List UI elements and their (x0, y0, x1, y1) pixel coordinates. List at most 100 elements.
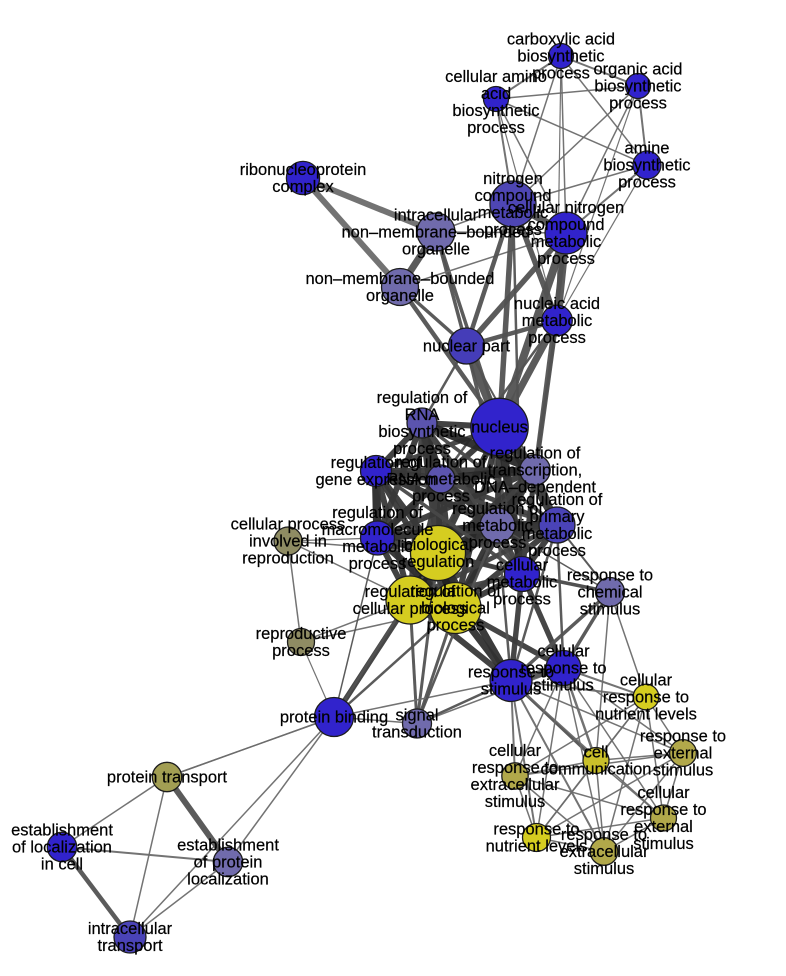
svg-text:DNA–dependent: DNA–dependent (474, 479, 596, 497)
svg-text:compound: compound (474, 187, 551, 205)
svg-text:protein binding: protein binding (280, 709, 388, 727)
svg-text:process: process (609, 95, 667, 113)
svg-text:process: process (427, 617, 485, 635)
svg-text:transport: transport (97, 937, 163, 955)
svg-text:process: process (618, 174, 676, 192)
svg-text:primary: primary (529, 508, 585, 526)
svg-text:complex: complex (272, 178, 334, 196)
svg-text:process: process (528, 542, 586, 560)
svg-text:macromolecule: macromolecule (322, 521, 434, 539)
svg-text:localization: localization (187, 871, 269, 889)
svg-text:response to: response to (468, 664, 554, 682)
svg-text:intracellular: intracellular (88, 920, 173, 938)
svg-text:in cell: in cell (41, 856, 83, 874)
svg-text:communication: communication (541, 761, 652, 779)
svg-text:process: process (532, 65, 590, 83)
svg-text:biosynthetic: biosynthetic (594, 78, 681, 96)
svg-text:non–membrane–bounded: non–membrane–bounded (306, 270, 495, 288)
svg-text:metabolic: metabolic (522, 312, 593, 330)
svg-text:regulation of: regulation of (332, 504, 423, 522)
svg-text:process: process (272, 642, 330, 660)
svg-text:establishment: establishment (177, 837, 279, 855)
svg-text:process: process (349, 555, 407, 573)
svg-text:regulation: regulation (402, 553, 474, 571)
svg-text:organelle: organelle (366, 287, 434, 305)
svg-text:stimulus: stimulus (533, 677, 594, 695)
svg-text:chemical: chemical (577, 584, 642, 602)
svg-text:response to: response to (561, 826, 647, 844)
svg-text:nucleic acid: nucleic acid (514, 295, 600, 313)
svg-text:cellular: cellular (537, 643, 590, 661)
svg-text:regulation of: regulation of (490, 445, 581, 463)
svg-text:process: process (393, 440, 451, 458)
svg-text:intracellular: intracellular (394, 207, 479, 225)
svg-text:metabolic: metabolic (487, 574, 558, 592)
svg-text:stimulus: stimulus (481, 681, 542, 699)
svg-text:stimulus: stimulus (633, 835, 694, 853)
svg-text:stimulus: stimulus (485, 793, 546, 811)
svg-text:metabolic: metabolic (462, 517, 533, 535)
svg-text:RNA: RNA (405, 406, 440, 424)
svg-text:transcription,: transcription, (488, 462, 582, 480)
svg-text:acid: acid (481, 85, 511, 103)
svg-text:of localization: of localization (12, 839, 112, 857)
svg-text:response to: response to (520, 660, 606, 678)
svg-text:reproduction: reproduction (242, 550, 334, 568)
svg-text:of protein: of protein (194, 854, 263, 872)
svg-text:process: process (412, 488, 470, 506)
svg-text:external: external (654, 745, 713, 763)
svg-text:response to: response to (640, 728, 726, 746)
svg-text:biosynthetic: biosynthetic (603, 157, 690, 175)
svg-text:process: process (469, 534, 527, 552)
svg-text:biosynthetic: biosynthetic (452, 102, 539, 120)
svg-text:regulation of: regulation of (365, 583, 456, 601)
svg-text:cellular: cellular (637, 784, 690, 802)
svg-text:response to: response to (472, 759, 558, 777)
svg-text:regulation of: regulation of (331, 454, 422, 472)
svg-text:cellular amino: cellular amino (445, 68, 547, 86)
svg-text:cellular process: cellular process (353, 600, 468, 618)
svg-text:cellular: cellular (496, 557, 549, 575)
svg-text:stimulus: stimulus (653, 762, 714, 780)
svg-text:establishment: establishment (11, 822, 113, 840)
svg-text:protein transport: protein transport (107, 769, 228, 787)
svg-text:process: process (484, 221, 542, 239)
svg-text:metabolic: metabolic (531, 233, 602, 251)
svg-text:response to: response to (603, 689, 689, 707)
svg-text:process: process (528, 329, 586, 347)
svg-text:cell: cell (584, 744, 609, 762)
svg-text:metabolic: metabolic (478, 204, 549, 222)
svg-text:biological: biological (421, 600, 490, 618)
svg-text:process: process (537, 250, 595, 268)
svg-text:reproductive: reproductive (256, 625, 347, 643)
svg-text:biological: biological (404, 536, 473, 554)
svg-text:biosynthetic: biosynthetic (517, 48, 604, 66)
svg-text:regulation of: regulation of (512, 491, 603, 509)
svg-text:extracellular: extracellular (560, 843, 649, 861)
svg-text:cellular: cellular (620, 672, 673, 690)
svg-text:carboxylic acid: carboxylic acid (507, 31, 615, 49)
svg-text:regulation of: regulation of (377, 389, 468, 407)
svg-text:response to: response to (493, 821, 579, 839)
svg-text:stimulus: stimulus (574, 860, 635, 878)
svg-text:response to: response to (567, 567, 653, 585)
svg-text:metabolic: metabolic (342, 538, 413, 556)
svg-text:regulation of: regulation of (410, 583, 501, 601)
svg-text:amine: amine (625, 140, 670, 158)
svg-text:involved in: involved in (249, 533, 327, 551)
svg-text:extracellular: extracellular (471, 776, 560, 794)
svg-text:transduction: transduction (372, 724, 462, 742)
svg-text:cellular nitrogen: cellular nitrogen (508, 199, 624, 217)
svg-text:nuclear part: nuclear part (423, 338, 511, 356)
svg-text:response to: response to (620, 801, 706, 819)
svg-text:ribonucleoprotein: ribonucleoprotein (240, 161, 367, 179)
svg-text:compound: compound (527, 216, 604, 234)
svg-text:gene expression: gene expression (315, 471, 436, 489)
svg-text:cellular: cellular (489, 742, 542, 760)
svg-text:nucleus: nucleus (471, 419, 528, 437)
svg-text:cellular process: cellular process (231, 516, 346, 534)
svg-text:biosynthetic: biosynthetic (378, 423, 465, 441)
svg-text:nutrient levels: nutrient levels (486, 838, 588, 856)
svg-text:stimulus: stimulus (580, 601, 641, 619)
svg-text:RNA metabolic: RNA metabolic (386, 471, 495, 489)
